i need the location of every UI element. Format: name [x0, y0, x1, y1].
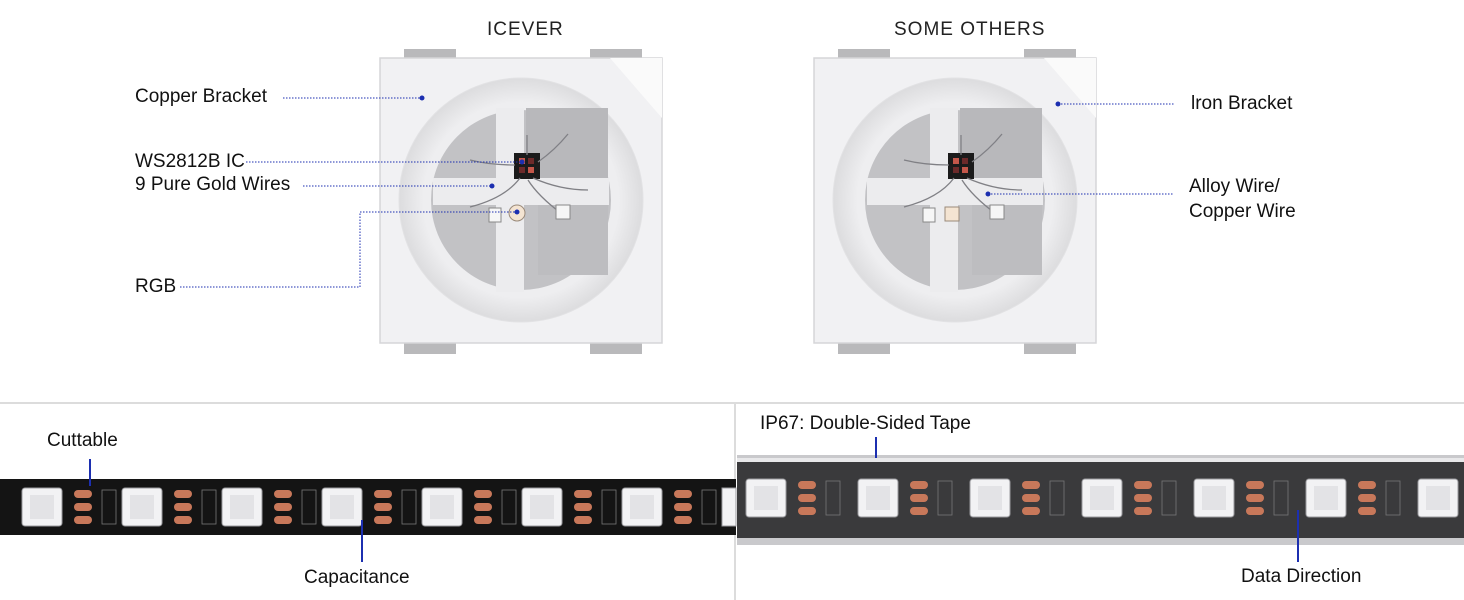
icever-title: ICEVER — [487, 19, 564, 40]
pointer-lines — [180, 97, 1174, 288]
icever-chip — [379, 49, 663, 354]
copper-wire-label: Copper Wire — [1189, 201, 1296, 222]
capacitance-label: Capacitance — [304, 567, 410, 588]
bottom-pointer-lines — [89, 437, 1299, 562]
iron-bracket-label: lron Bracket — [1191, 93, 1293, 114]
cuttable-label: Cuttable — [47, 430, 118, 451]
others-chip — [813, 49, 1097, 354]
gold-wires-label: 9 Pure Gold Wires — [135, 174, 291, 195]
black-strip — [0, 479, 737, 535]
alloy-wire-label: Alloy Wire/ — [1189, 176, 1280, 197]
pointer-dots — [419, 95, 1061, 215]
copper-bracket-label: Copper Bracket — [135, 86, 268, 107]
tape-label: IP67: Double-Sided Tape — [760, 413, 971, 434]
panel-divider — [734, 404, 736, 600]
chip-comparison-illustration — [180, 49, 1174, 354]
rgb-label: RGB — [135, 276, 177, 297]
section-divider — [0, 402, 1464, 404]
others-title: SOME OTHERS — [894, 19, 1046, 40]
ic-label: WS2812B IC — [135, 151, 245, 172]
data-direction-label: Data Direction — [1241, 566, 1362, 587]
silicone-strip — [737, 455, 1464, 545]
